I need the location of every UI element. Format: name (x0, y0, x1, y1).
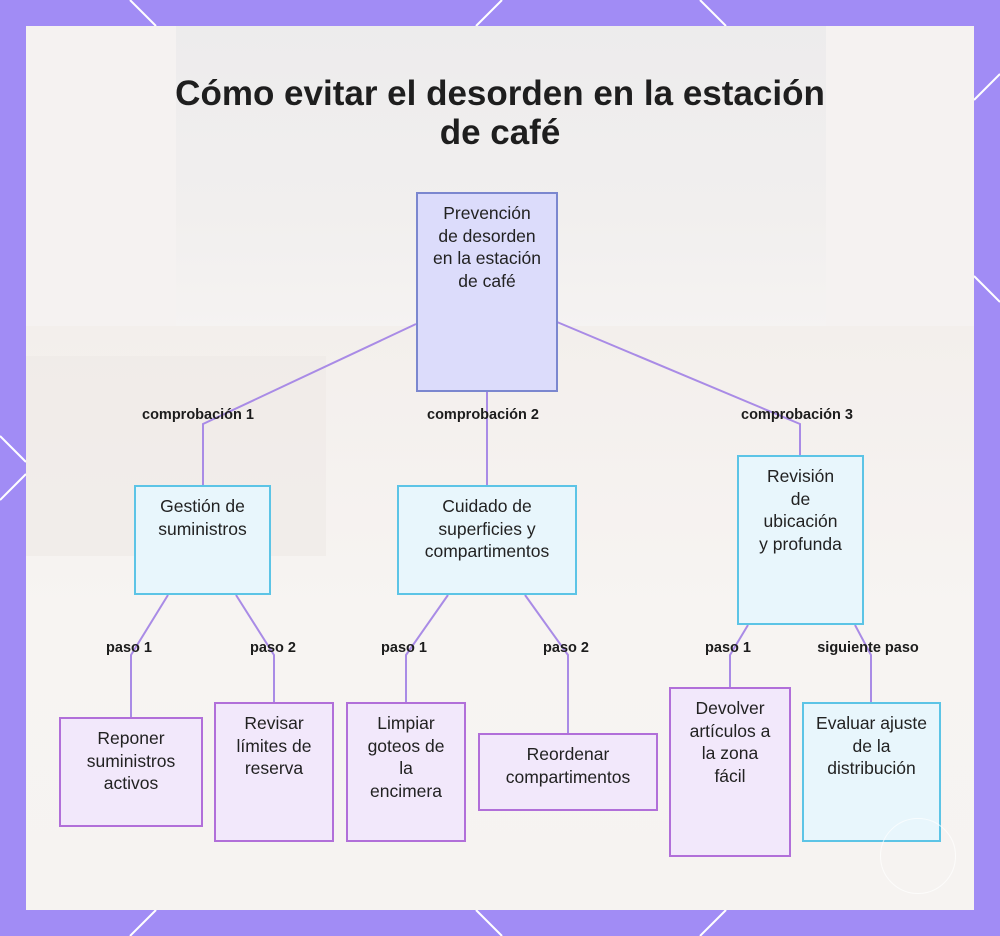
edge-label-siguiente-paso: siguiente paso (817, 640, 919, 656)
node-label: Gestión de suministros (158, 496, 247, 539)
edge-l1b-to-l2d (524, 594, 569, 733)
node-label: Revisión de ubicación y profunda (759, 466, 842, 554)
node-evaluar-ajuste: Evaluar ajuste de la distribución (802, 702, 941, 842)
edge-l1a-to-l2a (130, 594, 169, 717)
edge-label-comprobacion-1: comprobación 1 (142, 407, 254, 423)
node-gestion-suministros: Gestión de suministros (134, 485, 271, 595)
page-title: Cómo evitar el desorden en la estación d… (175, 74, 825, 152)
edge-l1a-to-l2b (235, 594, 275, 702)
node-reordenar-compartimentos: Reordenar compartimentos (478, 733, 658, 811)
node-devolver-articulos: Devolver artículos a la zona fácil (669, 687, 791, 857)
edge-label-paso-1: paso 1 (705, 640, 751, 656)
edge-label-comprobacion-3: comprobación 3 (741, 407, 853, 423)
node-limpiar-goteos: Limpiar goteos de la encimera (346, 702, 466, 842)
node-revision-ubicacion: Revisión de ubicación y profunda (737, 455, 864, 625)
watermark-logo (880, 818, 956, 894)
edge-l1b-to-l2c (405, 594, 449, 702)
node-label: Reponer suministros activos (86, 728, 176, 793)
edge-l1c-to-l2e (729, 624, 749, 687)
edge-label-paso-2: paso 2 (250, 640, 296, 656)
node-label: Evaluar ajuste de la distribución (816, 713, 927, 778)
edge-l1c-to-l2f (854, 624, 872, 702)
node-label: Cuidado de superficies y compartimentos (424, 496, 550, 561)
node-root: Prevención de desorden en la estación de… (416, 192, 558, 392)
node-label: Devolver artículos a la zona fácil (689, 698, 771, 786)
edge-label-comprobacion-2: comprobación 2 (427, 407, 539, 423)
node-reponer-suministros: Reponer suministros activos (59, 717, 203, 827)
edge-label-paso-2: paso 2 (543, 640, 589, 656)
edge-label-paso-1: paso 1 (381, 640, 427, 656)
node-label: Limpiar goteos de la encimera (367, 713, 445, 801)
node-label: Revisar límites de reserva (236, 713, 312, 778)
node-revisar-limites: Revisar límites de reserva (214, 702, 334, 842)
edge-root-to-l1a (202, 323, 417, 485)
node-root-label: Prevención de desorden en la estación de… (433, 203, 541, 291)
edge-label-paso-1: paso 1 (106, 640, 152, 656)
node-cuidado-superficies: Cuidado de superficies y compartimentos (397, 485, 577, 595)
edge-root-to-l1c (556, 321, 801, 455)
node-label: Reordenar compartimentos (505, 744, 631, 787)
